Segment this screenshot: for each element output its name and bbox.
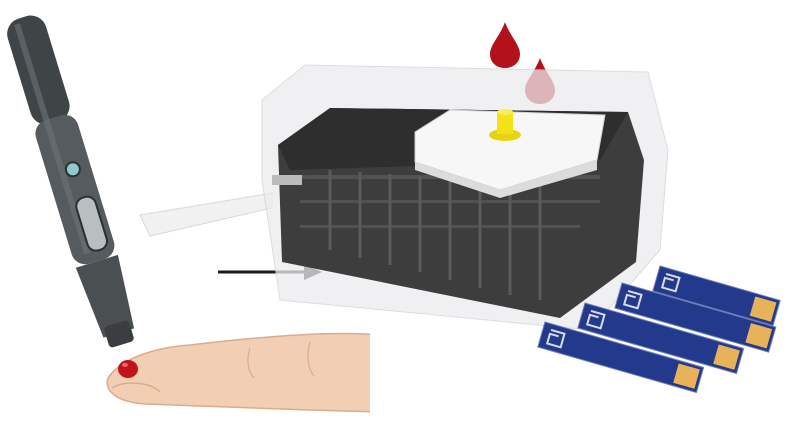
blood-drop-icon — [118, 360, 138, 378]
test-strip — [652, 265, 781, 327]
test-strips — [537, 265, 781, 394]
lancing-device-icon — [7, 15, 135, 348]
lancet-slider — [75, 195, 108, 252]
sample-port-knob — [497, 112, 513, 134]
test-strip — [537, 321, 705, 394]
test-strip — [614, 282, 777, 353]
sample-plate — [139, 192, 273, 237]
test-strip — [577, 302, 745, 375]
lancet-release-button — [64, 161, 81, 178]
finger-icon — [106, 330, 400, 420]
blood-drop-icon — [490, 22, 520, 68]
test-device — [261, 64, 669, 331]
